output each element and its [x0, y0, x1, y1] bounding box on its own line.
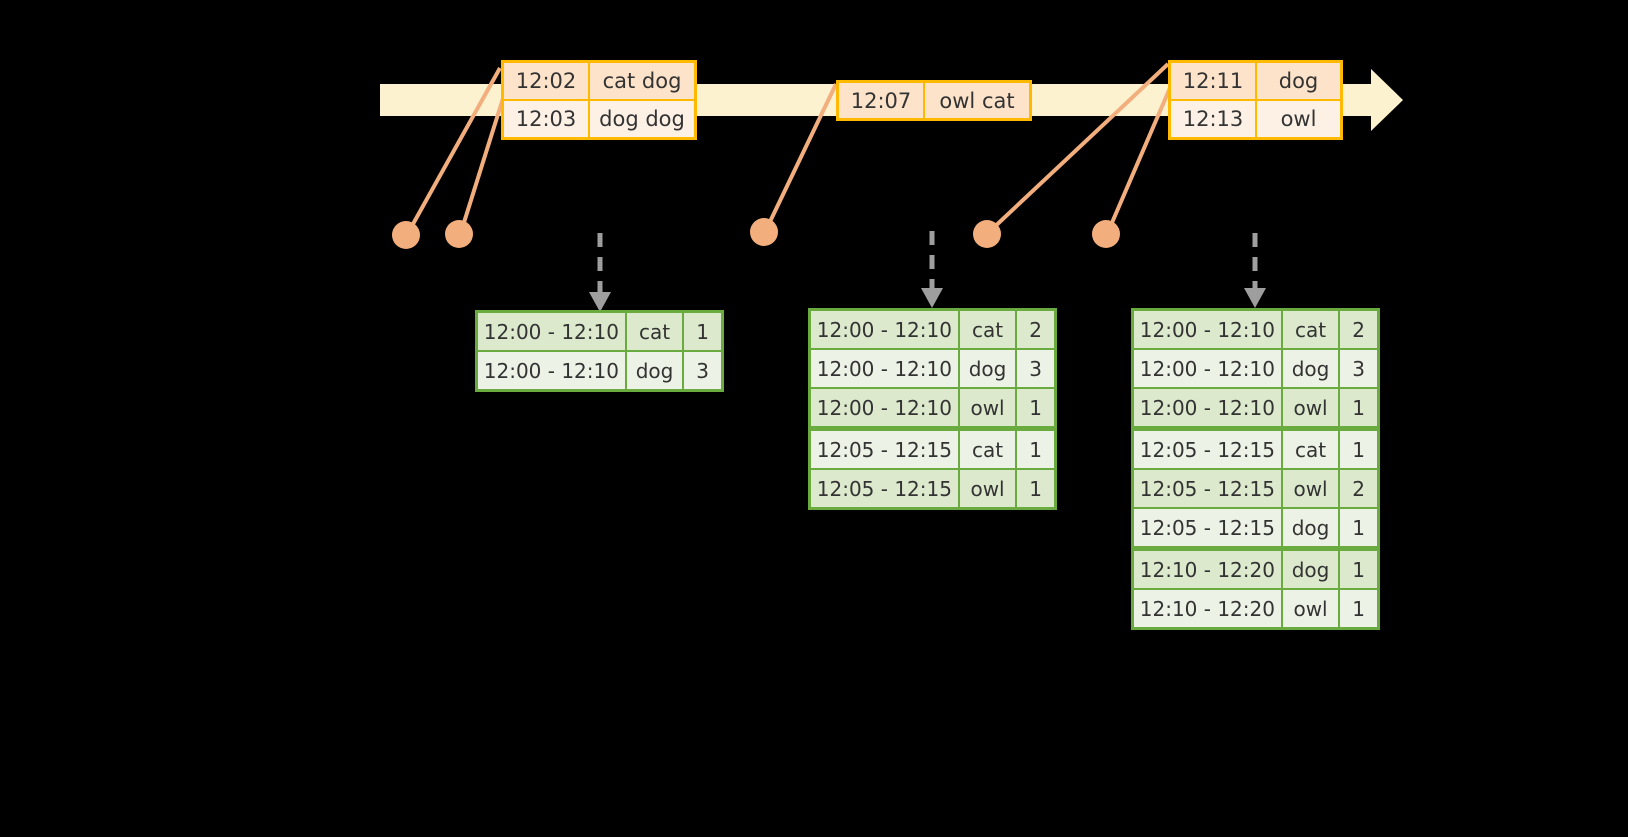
event-time: 12:11	[1171, 63, 1257, 99]
event-dot-3	[750, 218, 778, 246]
dashed-arrow-2	[921, 231, 943, 308]
window-cell: 12:00 - 12:10	[478, 352, 625, 389]
dashed-arrow-1	[589, 233, 611, 312]
event-row: 12:11 dog	[1171, 63, 1340, 99]
window-cell: 12:00 - 12:10	[1134, 389, 1281, 426]
count-cell: 1	[1340, 590, 1377, 627]
window-cell: 12:00 - 12:10	[811, 311, 958, 348]
key-cell: dog	[1282, 350, 1339, 387]
count-cell: 1	[684, 313, 721, 350]
count-cell: 1	[1340, 551, 1377, 588]
event-time: 12:07	[839, 83, 925, 118]
dashed-arrow-3	[1244, 233, 1266, 308]
event-box-2[interactable]: 12:07 owl cat	[836, 80, 1032, 121]
window-cell: 12:05 - 12:15	[1134, 431, 1281, 468]
event-row: 12:07 owl cat	[839, 83, 1029, 118]
window-cell: 12:05 - 12:15	[811, 431, 958, 468]
count-cell: 1	[1340, 389, 1377, 426]
count-cell: 2	[1340, 470, 1377, 507]
count-cell: 2	[1340, 311, 1377, 348]
event-box-1[interactable]: 12:02 cat dog 12:03 dog dog	[501, 60, 697, 140]
event-dot-5	[1092, 220, 1120, 248]
window-cell: 12:05 - 12:15	[1134, 470, 1281, 507]
count-cell: 1	[1017, 470, 1054, 507]
key-cell: owl	[959, 389, 1016, 426]
key-cell: cat	[626, 313, 683, 350]
event-dot-2	[445, 220, 473, 248]
key-cell: cat	[959, 311, 1016, 348]
window-cell: 12:10 - 12:20	[1134, 551, 1281, 588]
window-cell: 12:00 - 12:10	[1134, 350, 1281, 387]
key-cell: cat	[1282, 311, 1339, 348]
key-cell: owl	[1282, 470, 1339, 507]
key-cell: cat	[959, 431, 1016, 468]
window-cell: 12:00 - 12:10	[811, 389, 958, 426]
event-row: 12:02 cat dog	[504, 63, 694, 99]
event-time: 12:13	[1171, 101, 1257, 137]
event-dot-4	[973, 220, 1001, 248]
window-cell: 12:00 - 12:10	[1134, 311, 1281, 348]
event-row: 12:03 dog dog	[504, 99, 694, 137]
key-cell: dog	[626, 352, 683, 389]
key-cell: owl	[1282, 590, 1339, 627]
key-cell: owl	[1282, 389, 1339, 426]
window-cell: 12:05 - 12:15	[1134, 509, 1281, 546]
key-cell: dog	[959, 350, 1016, 387]
count-cell: 1	[1340, 431, 1377, 468]
count-cell: 3	[1340, 350, 1377, 387]
event-value: owl	[1257, 101, 1340, 137]
key-cell: dog	[1282, 551, 1339, 588]
count-cell: 1	[1017, 431, 1054, 468]
window-cell: 12:00 - 12:10	[478, 313, 625, 350]
count-cell: 2	[1017, 311, 1054, 348]
window-cell: 12:05 - 12:15	[811, 470, 958, 507]
count-cell: 1	[1017, 389, 1054, 426]
event-dot-1	[392, 221, 420, 249]
key-cell: owl	[959, 470, 1016, 507]
timeline-arrow-head	[1371, 69, 1403, 131]
count-cell: 1	[1340, 509, 1377, 546]
count-cell: 3	[684, 352, 721, 389]
event-value: owl cat	[925, 83, 1029, 118]
event-value: dog dog	[590, 101, 694, 137]
window-cell: 12:10 - 12:20	[1134, 590, 1281, 627]
window-cell: 12:00 - 12:10	[811, 350, 958, 387]
event-box-3[interactable]: 12:11 dog 12:13 owl	[1168, 60, 1343, 140]
key-cell: cat	[1282, 431, 1339, 468]
key-cell: dog	[1282, 509, 1339, 546]
event-value: dog	[1257, 63, 1340, 99]
count-cell: 3	[1017, 350, 1054, 387]
event-row: 12:13 owl	[1171, 99, 1340, 137]
event-time: 12:03	[504, 101, 590, 137]
event-time: 12:02	[504, 63, 590, 99]
event-value: cat dog	[590, 63, 694, 99]
